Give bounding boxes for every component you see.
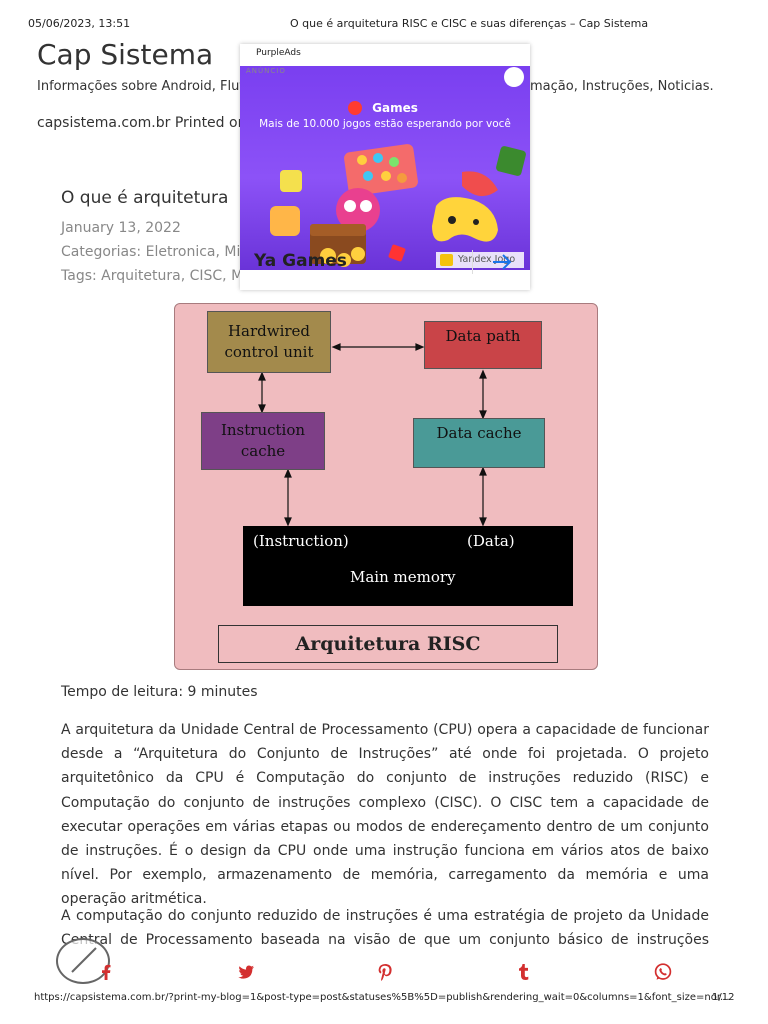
ad-source: Yandex Jogo [436, 252, 524, 268]
site-tagline-tail: mação, Instruções, Noticias. [530, 79, 714, 94]
main-memory-box: (Instruction) (Data) Main memory [243, 526, 573, 606]
ad-network-label: PurpleAds [256, 48, 301, 58]
arrow-right-icon[interactable] [490, 250, 514, 274]
risc-diagram: Hardwired control unit Data path Instruc… [174, 303, 598, 670]
memory-data-label: (Data) [467, 532, 515, 550]
print-page-title: O que é arquitetura RISC e CISC e suas d… [290, 17, 649, 30]
hardwired-label: Hardwired control unit [224, 322, 314, 361]
ad-title[interactable]: Ya Games [254, 251, 347, 271]
data-cache-label: Data cache [436, 424, 522, 442]
post-title: O que é arquitetura [61, 188, 229, 208]
paragraph-1: A arquitetura da Unidade Central de Proc… [61, 722, 709, 908]
data-path-box: Data path [424, 321, 542, 369]
whatsapp-icon[interactable] [653, 962, 673, 982]
facebook-icon[interactable] [96, 962, 116, 982]
diagram-caption-label: Arquitetura RISC [295, 633, 481, 655]
yandex-icon [440, 254, 453, 266]
tumblr-icon[interactable] [514, 962, 534, 982]
post-date: January 13, 2022 [61, 220, 181, 236]
print-datetime: 05/06/2023, 13:51 [28, 17, 131, 30]
ad-card[interactable]: PurpleAds Games Mais de 10.000 jogos est… [240, 44, 530, 290]
memory-instruction-label: (Instruction) [253, 532, 349, 550]
data-cache-box: Data cache [413, 418, 545, 468]
games-logo-icon [348, 101, 362, 115]
twitter-icon[interactable] [236, 962, 256, 982]
data-path-label: Data path [445, 327, 521, 345]
close-icon[interactable] [504, 67, 524, 87]
instruction-cache-label: Instruction cache [220, 421, 306, 460]
diagram-arrows [258, 343, 487, 527]
reading-time: Tempo de leitura: 9 minutes [61, 684, 258, 700]
site-tagline: Informações sobre Android, Flutt [37, 79, 250, 94]
hardwired-control-unit-box: Hardwired control unit [207, 311, 331, 373]
post-tags[interactable]: Tags: Arquitetura, CISC, Mic [61, 268, 255, 284]
diagram-caption: Arquitetura RISC [218, 625, 558, 663]
ad-divider [472, 250, 473, 274]
ad-source-label: Yandex Jogo [458, 254, 516, 265]
footer-url: https://capsistema.com.br/?print-my-blog… [34, 992, 730, 1003]
ad-banner-tagline: Mais de 10.000 jogos estão esperando por… [259, 118, 511, 130]
pinterest-icon[interactable] [375, 962, 395, 982]
site-title[interactable]: Cap Sistema [37, 38, 214, 71]
edit-icon[interactable] [56, 938, 110, 984]
paragraph-2: A computação do conjunto reduzido de ins… [61, 908, 709, 948]
post-categories[interactable]: Categorias: Eletronica, Micr [61, 244, 254, 260]
instruction-cache-box: Instruction cache [201, 412, 325, 470]
ad-label: ANÚNCIO [246, 67, 286, 75]
footer-page-number: 1/12 [712, 992, 735, 1003]
ad-banner[interactable]: Games Mais de 10.000 jogos estão esperan… [240, 66, 530, 270]
ad-banner-brand: Games [372, 101, 418, 115]
main-memory-label: Main memory [350, 568, 456, 586]
printed-on: capsistema.com.br Printed on [37, 115, 247, 131]
games-illustration [270, 144, 526, 267]
